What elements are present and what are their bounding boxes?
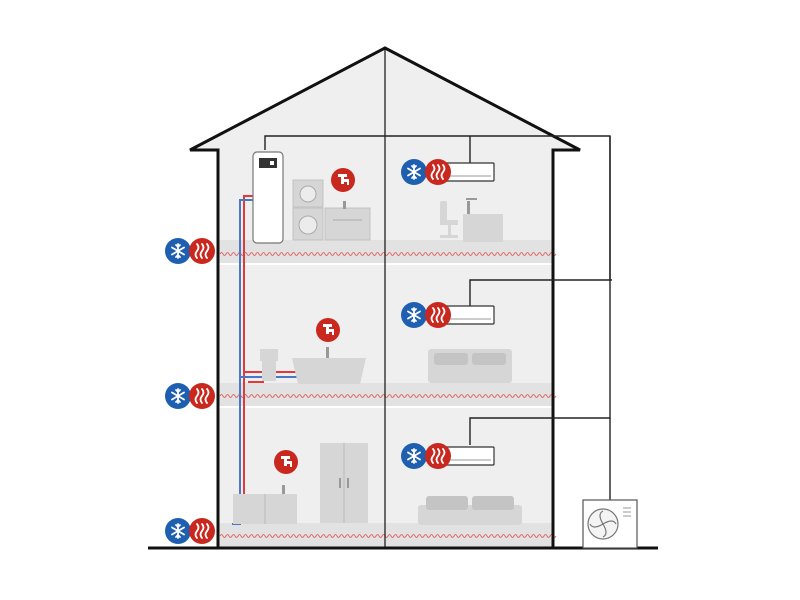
washing-machine-stack <box>292 179 324 241</box>
bed <box>428 349 512 383</box>
snowflake-icon <box>400 301 428 329</box>
wall-air-conditioner <box>443 305 495 325</box>
desk-with-monitor <box>463 198 503 242</box>
heat-waves-icon <box>424 158 452 186</box>
house-walls <box>148 46 658 550</box>
underfloor-heating-coil <box>219 394 557 398</box>
hot-water-tap-icon <box>331 168 355 192</box>
underfloor-heating <box>219 252 557 538</box>
hot-water-cylinder <box>252 151 284 244</box>
underfloor-heating-coil <box>219 534 557 538</box>
pipe-network <box>264 135 612 500</box>
hot-water-tap-icon <box>316 318 340 342</box>
office-chair <box>440 201 458 238</box>
snowflake-icon <box>400 158 428 186</box>
heat-waves-icon <box>188 517 216 545</box>
bathtub <box>292 347 366 384</box>
sink-counter <box>324 201 371 241</box>
heat-waves-icon <box>424 301 452 329</box>
heat-waves-icon <box>188 382 216 410</box>
wall-air-conditioner <box>443 446 495 466</box>
underfloor-heating-coil <box>219 252 557 256</box>
snowflake-icon <box>164 237 192 265</box>
snowflake-icon <box>164 517 192 545</box>
heat-waves-icon <box>188 237 216 265</box>
wall-air-conditioner <box>443 162 495 182</box>
refrigerator <box>320 443 368 523</box>
kitchen-counter <box>233 485 297 524</box>
snowflake-icon <box>400 442 428 470</box>
toilet <box>260 349 278 381</box>
heat-pump-outdoor-unit <box>582 499 638 549</box>
hot-water-tap-icon <box>274 450 298 474</box>
heat-waves-icon <box>424 442 452 470</box>
snowflake-icon <box>164 382 192 410</box>
sofa <box>418 496 522 525</box>
